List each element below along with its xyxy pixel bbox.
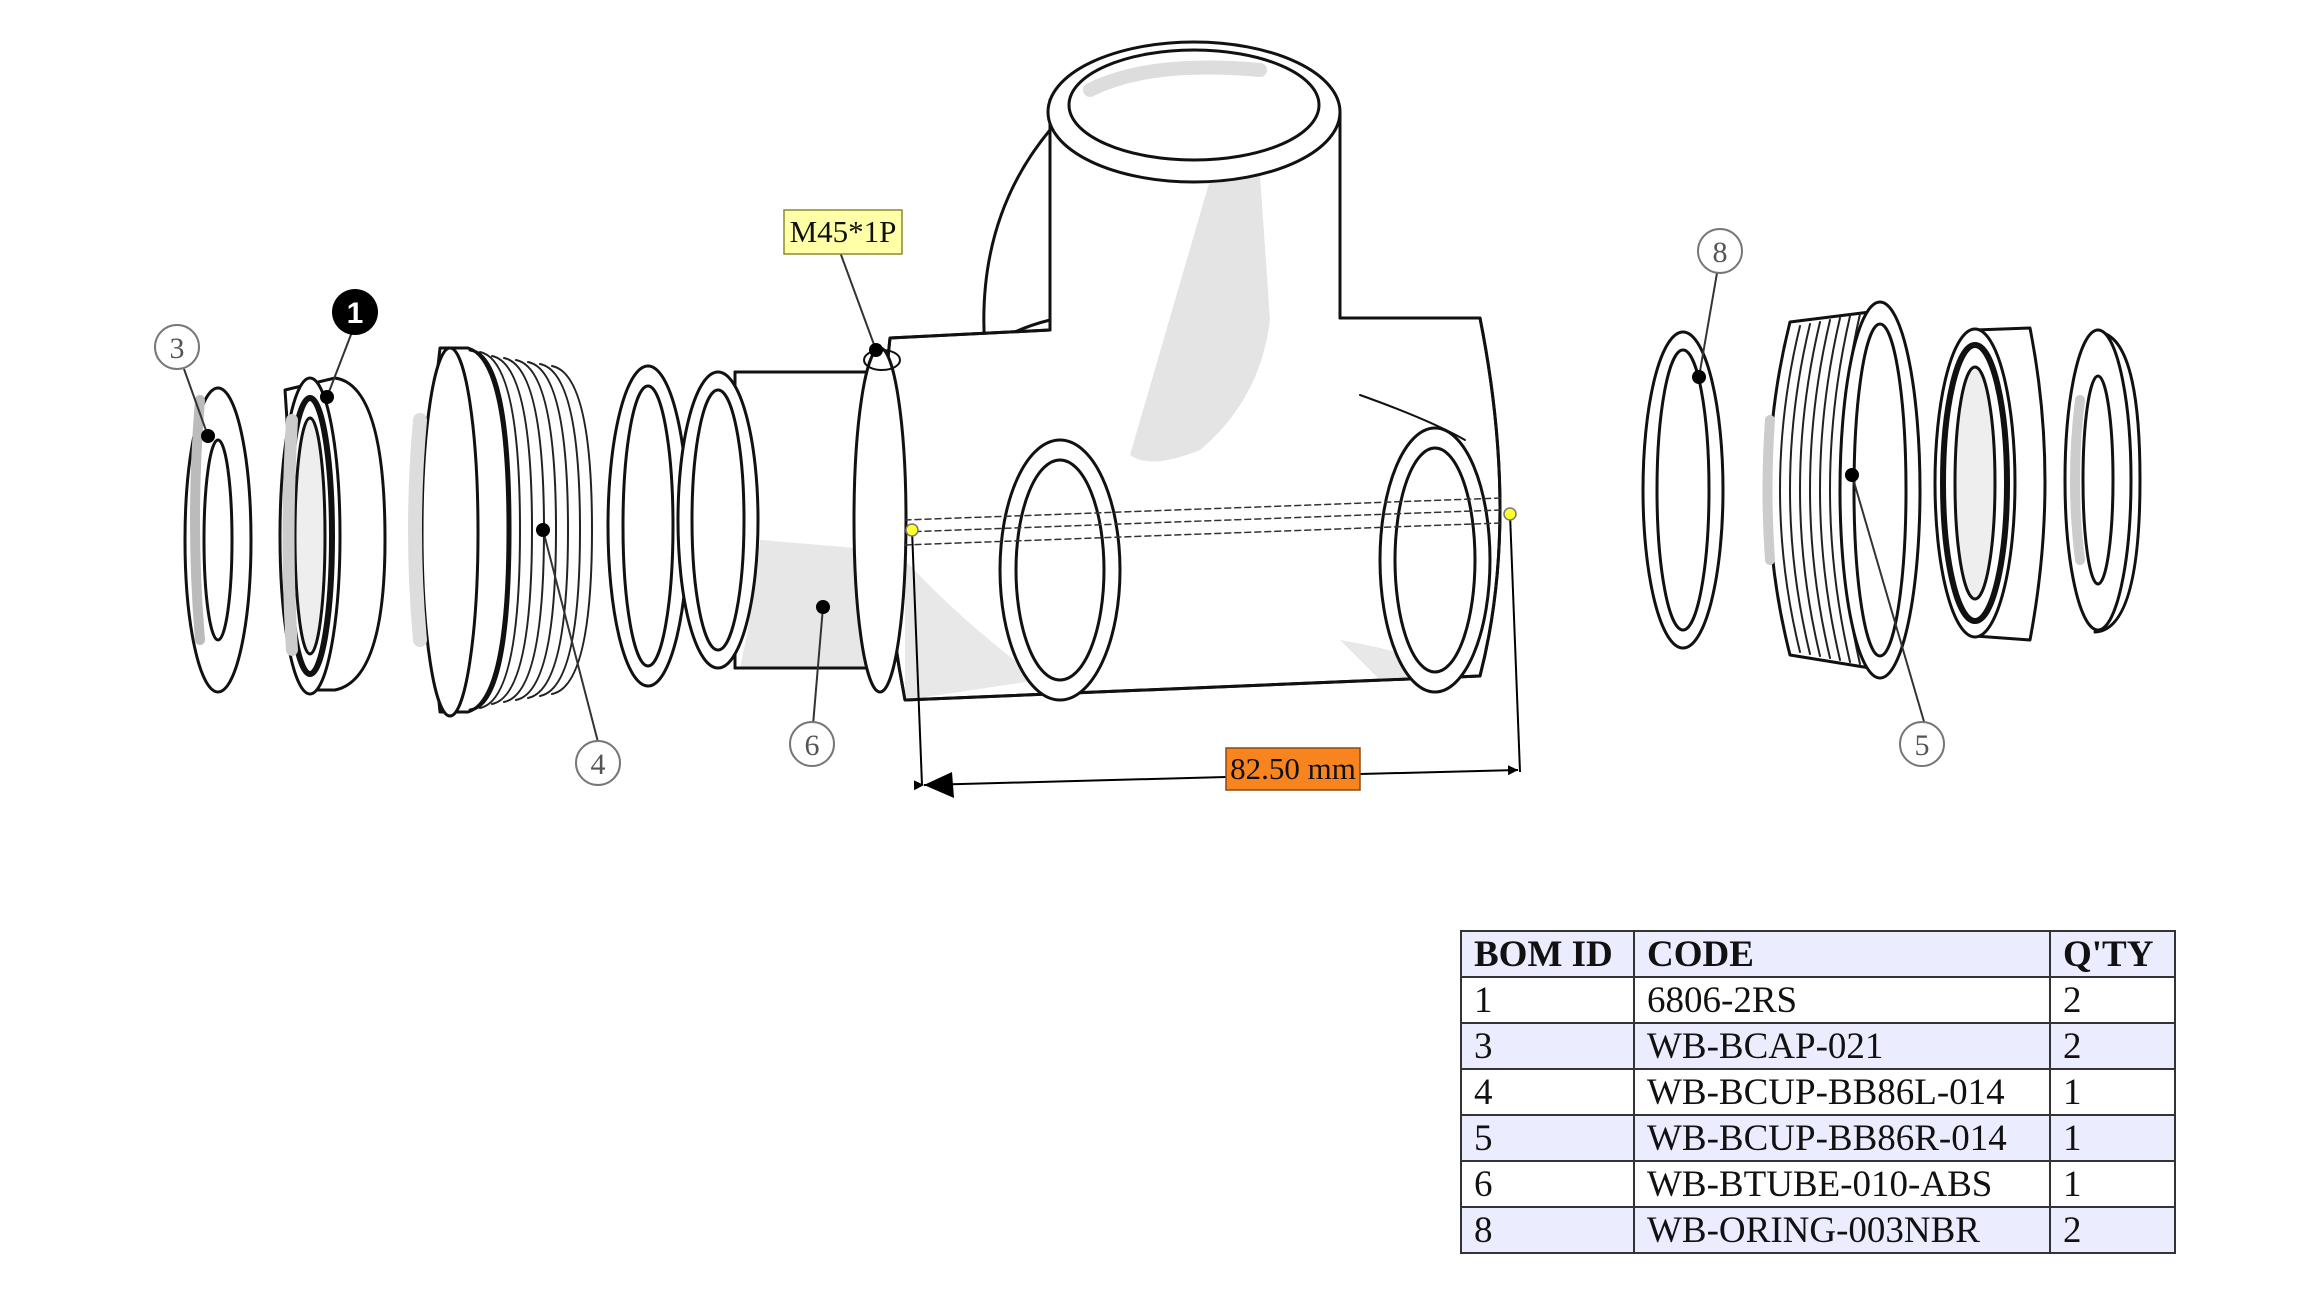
bom-cell-qty: 2 [2049,1206,2176,1254]
dimension-pick-right[interactable] [1503,507,1517,521]
balloon-3-label: 3 [170,332,185,365]
thread-spec-value: M45*1P [790,214,897,249]
part-threaded-cup-left[interactable] [408,346,593,718]
bom-cell-qty: 1 [2049,1068,2176,1116]
balloon-5[interactable]: 5 [1899,721,1945,767]
dimension-line [911,513,1521,791]
part-o-ring-left[interactable] [606,364,690,688]
balloon-6[interactable]: 6 [789,721,835,767]
bom-cell-qty: 2 [2049,976,2176,1024]
bom-header-id: BOM ID [1460,930,1635,978]
bom-cell-id: 6 [1460,1160,1635,1208]
frame-shell [852,40,1502,702]
balloon-5-label: 5 [1915,729,1930,762]
bom-cell-qty: 1 [2049,1160,2176,1208]
balloon-4[interactable]: 4 [575,740,621,786]
bom-cell-id: 1 [1460,976,1635,1024]
bom-header-code: CODE [1633,930,2051,978]
bom-row[interactable]: 1 6806-2RS 2 [1460,976,2176,1024]
thread-spec-label[interactable]: M45*1P [783,209,903,255]
balloon-3[interactable]: 3 [154,324,200,370]
part-bearing-cap-left[interactable] [183,386,253,694]
bom-cell-qty: 2 [2049,1022,2176,1070]
part-bearing-right[interactable] [1933,326,2047,642]
part-threaded-cup-right[interactable] [1762,300,1922,680]
balloon-1-selected[interactable]: 1 [332,289,378,335]
bom-cell-code: WB-BCAP-021 [1633,1022,2051,1070]
bom-header-row: BOM ID CODE Q'TY [1460,930,2176,978]
balloon-1-label: 1 [347,297,364,330]
bom-cell-id: 4 [1460,1068,1635,1116]
dimension-value: 82.50 mm [1230,751,1356,786]
bom-row[interactable]: 5 WB-BCUP-BB86R-014 1 [1460,1114,2176,1162]
dimension-label[interactable]: 82.50 mm [1225,747,1361,791]
bom-cell-qty: 1 [2049,1114,2176,1162]
bom-cell-code: WB-BCUP-BB86L-014 [1633,1068,2051,1116]
part-bearing-cap-right[interactable] [2063,328,2142,634]
balloon-8[interactable]: 8 [1697,228,1743,274]
balloon-8-label: 8 [1713,236,1728,269]
leader-dots [201,343,1859,614]
part-o-ring-right[interactable] [1641,330,1725,650]
part-bearing-left[interactable] [278,376,387,696]
bom-cell-id: 3 [1460,1022,1635,1070]
bom-row[interactable]: 3 WB-BCAP-021 2 [1460,1022,2176,1070]
dimension-pick-left[interactable] [905,523,919,537]
bom-row[interactable]: 4 WB-BCUP-BB86L-014 1 [1460,1068,2176,1116]
bom-cell-code: WB-BTUBE-010-ABS [1633,1160,2051,1208]
leader-lines [183,251,1926,743]
bom-row[interactable]: 6 WB-BTUBE-010-ABS 1 [1460,1160,2176,1208]
balloon-6-label: 6 [805,729,820,762]
bom-cell-code: 6806-2RS [1633,976,2051,1024]
bom-cell-id: 8 [1460,1206,1635,1254]
balloon-4-label: 4 [591,748,606,781]
bore-guides [904,497,1501,546]
bom-header-qty: Q'TY [2049,930,2176,978]
bom-cell-code: WB-ORING-003NBR [1633,1206,2051,1254]
bom-cell-id: 5 [1460,1114,1635,1162]
bom-cell-code: WB-BCUP-BB86R-014 [1633,1114,2051,1162]
bom-row[interactable]: 8 WB-ORING-003NBR 2 [1460,1206,2176,1254]
bom-table: BOM ID CODE Q'TY 1 6806-2RS 2 3 WB-BCAP-… [1460,930,2176,1254]
